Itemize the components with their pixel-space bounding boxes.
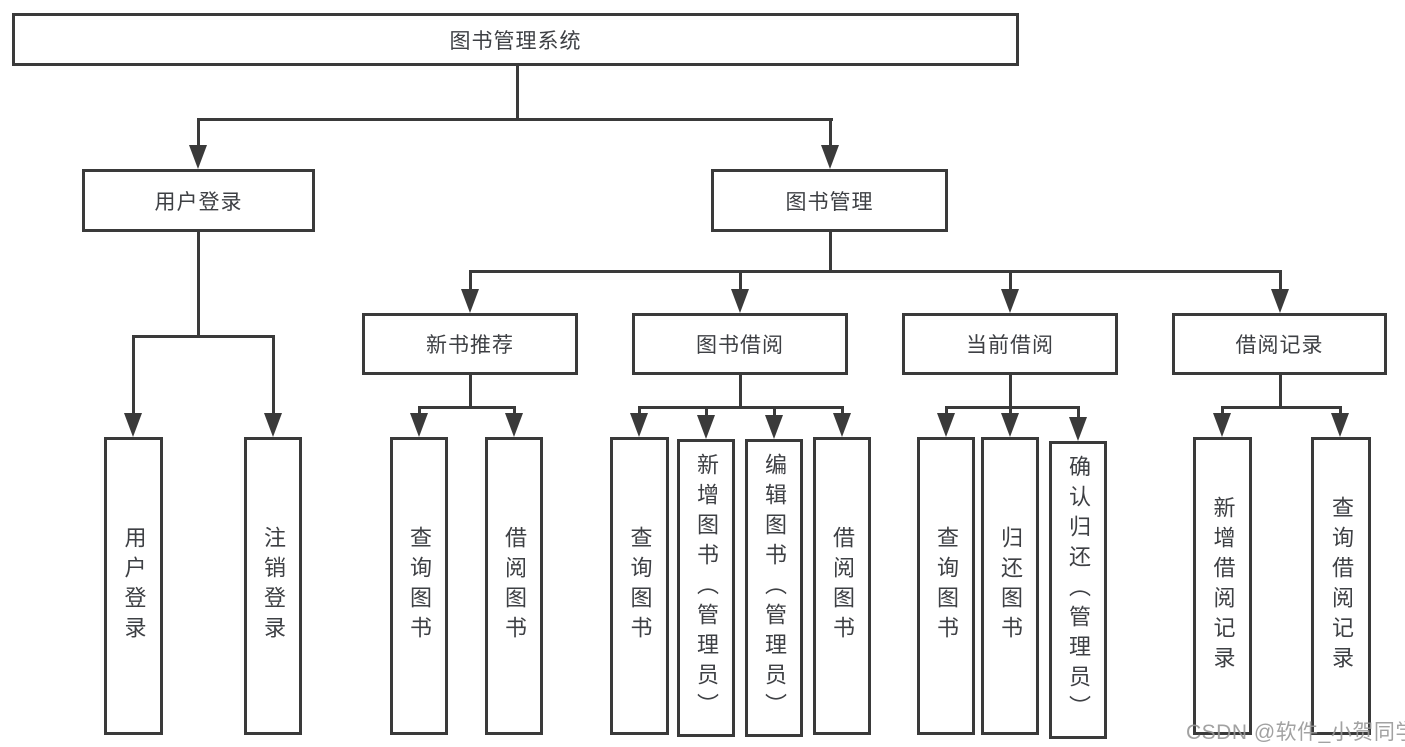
arrow-shaft	[945, 406, 948, 419]
arrow-shaft	[1339, 406, 1342, 419]
connector-line-v	[1279, 375, 1282, 409]
leaf-add-borrow-record: 新增借阅记录	[1193, 437, 1252, 735]
arrowhead-icon	[630, 413, 648, 437]
arrowhead-icon	[410, 413, 428, 437]
arrow-shaft	[638, 406, 641, 419]
arrowhead-icon	[833, 413, 851, 437]
arrowhead-icon	[1069, 417, 1087, 441]
arrow-shaft	[513, 406, 516, 419]
arrowhead-icon	[697, 415, 715, 439]
arrowhead-icon	[1001, 289, 1019, 313]
connector-line-h	[638, 406, 844, 409]
arrowhead-icon	[264, 413, 282, 437]
arrow-shaft	[773, 406, 776, 421]
leaf-user-login: 用户登录	[104, 437, 163, 735]
arrow-shaft	[132, 335, 135, 419]
arrow-shaft	[841, 406, 844, 419]
leaf-add-book-admin: 新增图书（管理员）	[677, 439, 735, 737]
arrow-shaft	[469, 270, 472, 295]
leaf-query-book-recommend: 查询图书	[390, 437, 448, 735]
watermark: CSDN @软件_小贺同学	[1186, 721, 1405, 744]
arrowhead-icon	[124, 413, 142, 437]
node-current-borrow: 当前借阅	[902, 313, 1118, 375]
arrow-shaft	[418, 406, 421, 419]
arrowhead-icon	[937, 413, 955, 437]
arrow-shaft	[1221, 406, 1224, 419]
leaf-query-borrow-record: 查询借阅记录	[1311, 437, 1371, 735]
connector-line-h	[197, 118, 833, 121]
arrowhead-icon	[1271, 289, 1289, 313]
arrow-shaft	[1009, 270, 1012, 295]
leaf-confirm-return-admin: 确认归还（管理员）	[1049, 441, 1107, 739]
arrowhead-icon	[765, 415, 783, 439]
connector-line-h	[945, 406, 1080, 409]
arrowhead-icon	[1213, 413, 1231, 437]
node-borrow-records: 借阅记录	[1172, 313, 1387, 375]
node-new-book-recommend: 新书推荐	[362, 313, 578, 375]
arrow-shaft	[272, 335, 275, 419]
connector-line-h	[418, 406, 516, 409]
leaf-return-book: 归还图书	[981, 437, 1039, 735]
leaf-query-book-current: 查询图书	[917, 437, 975, 735]
leaf-borrow-book: 借阅图书	[813, 437, 871, 735]
connector-line-v	[197, 232, 200, 338]
node-user-login: 用户登录	[82, 169, 315, 232]
connector-line-h	[1221, 406, 1342, 409]
connector-line-h	[469, 270, 1282, 273]
arrow-shaft	[829, 118, 832, 151]
arrow-shaft	[739, 270, 742, 295]
arrow-shaft	[705, 406, 708, 421]
arrowhead-icon	[1001, 413, 1019, 437]
arrowhead-icon	[1331, 413, 1349, 437]
node-root: 图书管理系统	[12, 13, 1019, 66]
connector-line-v	[829, 232, 832, 273]
connector-line-v	[516, 66, 519, 121]
leaf-logout: 注销登录	[244, 437, 302, 735]
connector-line-v	[1009, 375, 1012, 409]
arrowhead-icon	[821, 145, 839, 169]
node-book-borrow: 图书借阅	[632, 313, 848, 375]
node-book-management: 图书管理	[711, 169, 948, 232]
connector-line-h	[132, 335, 275, 338]
leaf-edit-book-admin: 编辑图书（管理员）	[745, 439, 803, 737]
leaf-borrow-book-recommend: 借阅图书	[485, 437, 543, 735]
arrowhead-icon	[505, 413, 523, 437]
arrow-shaft	[197, 118, 200, 151]
arrowhead-icon	[731, 289, 749, 313]
connector-line-v	[739, 375, 742, 409]
leaf-query-book-borrow: 查询图书	[610, 437, 669, 735]
arrow-shaft	[1279, 270, 1282, 295]
arrowhead-icon	[461, 289, 479, 313]
arrow-shaft	[1009, 406, 1012, 419]
connector-line-v	[469, 375, 472, 409]
arrowhead-icon	[189, 145, 207, 169]
arrow-shaft	[1077, 406, 1080, 423]
